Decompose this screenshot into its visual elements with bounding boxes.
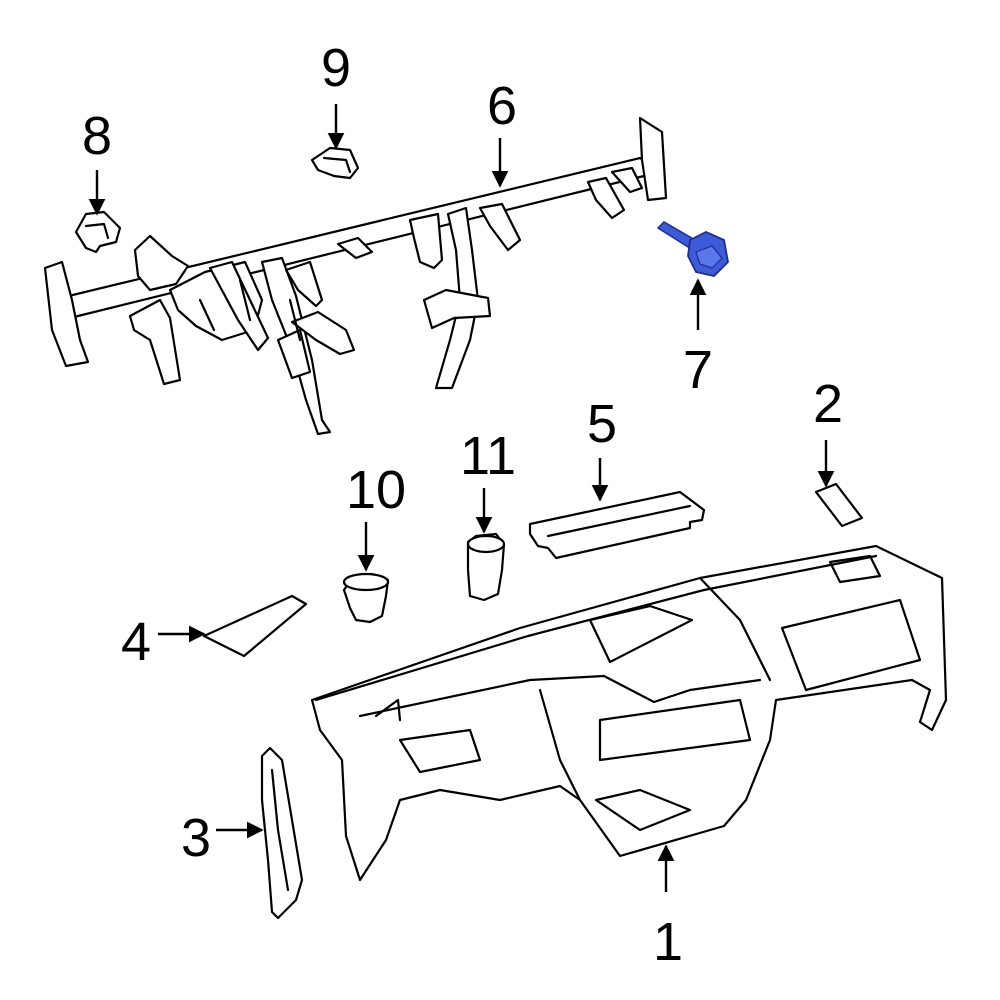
callout-6: 6	[487, 76, 517, 136]
part-9-clip[interactable]	[310, 146, 360, 180]
part-4-pad[interactable]	[202, 594, 308, 658]
part-5-defroster-panel[interactable]	[528, 490, 706, 560]
part-6-instrument-panel-reinforcement[interactable]	[43, 116, 668, 436]
callout-11: 11	[460, 426, 516, 486]
callout-10: 10	[346, 460, 406, 520]
part-2-pad[interactable]	[814, 482, 864, 528]
callout-4: 4	[121, 612, 151, 672]
callout-8: 8	[82, 106, 112, 166]
callout-9: 9	[321, 38, 351, 98]
callout-2: 2	[813, 374, 843, 434]
part-3-end-cover[interactable]	[260, 746, 304, 920]
part-1-instrument-panel[interactable]	[310, 544, 948, 882]
part-10-cap[interactable]	[342, 572, 390, 624]
callout-labels: 8 9 6 7 2 5 11 10 4 3 1	[82, 38, 843, 972]
callout-3: 3	[181, 808, 211, 868]
part-8-bracket[interactable]	[74, 210, 122, 254]
callout-1: 1	[653, 912, 683, 972]
part-11-fastener[interactable]	[466, 532, 506, 602]
callout-5: 5	[587, 394, 617, 454]
part-7-bolt[interactable]	[656, 221, 729, 277]
callout-arrows	[88, 104, 835, 892]
callout-7: 7	[683, 340, 713, 400]
